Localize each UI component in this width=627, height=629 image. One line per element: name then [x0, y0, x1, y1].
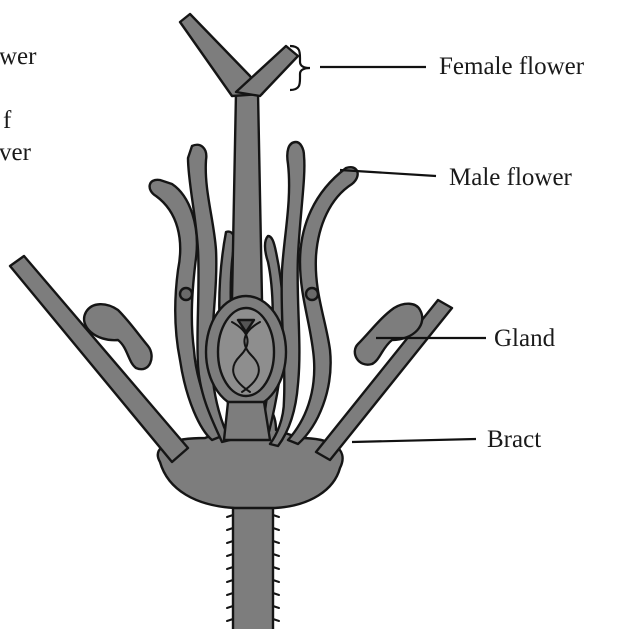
- gland-label: Gland: [494, 325, 556, 352]
- female-flower-label: Female flower: [439, 53, 585, 80]
- bract-label: Bract: [487, 426, 541, 453]
- male-flower-label: Male flower: [449, 164, 573, 191]
- cutoff-label-2: f: [3, 107, 12, 134]
- cutoff-label-1: wer: [0, 43, 37, 70]
- cutoff-label-3: ver: [0, 139, 32, 166]
- bract-left: [10, 256, 188, 462]
- bract-leader: [352, 439, 476, 442]
- stalk: [227, 500, 279, 629]
